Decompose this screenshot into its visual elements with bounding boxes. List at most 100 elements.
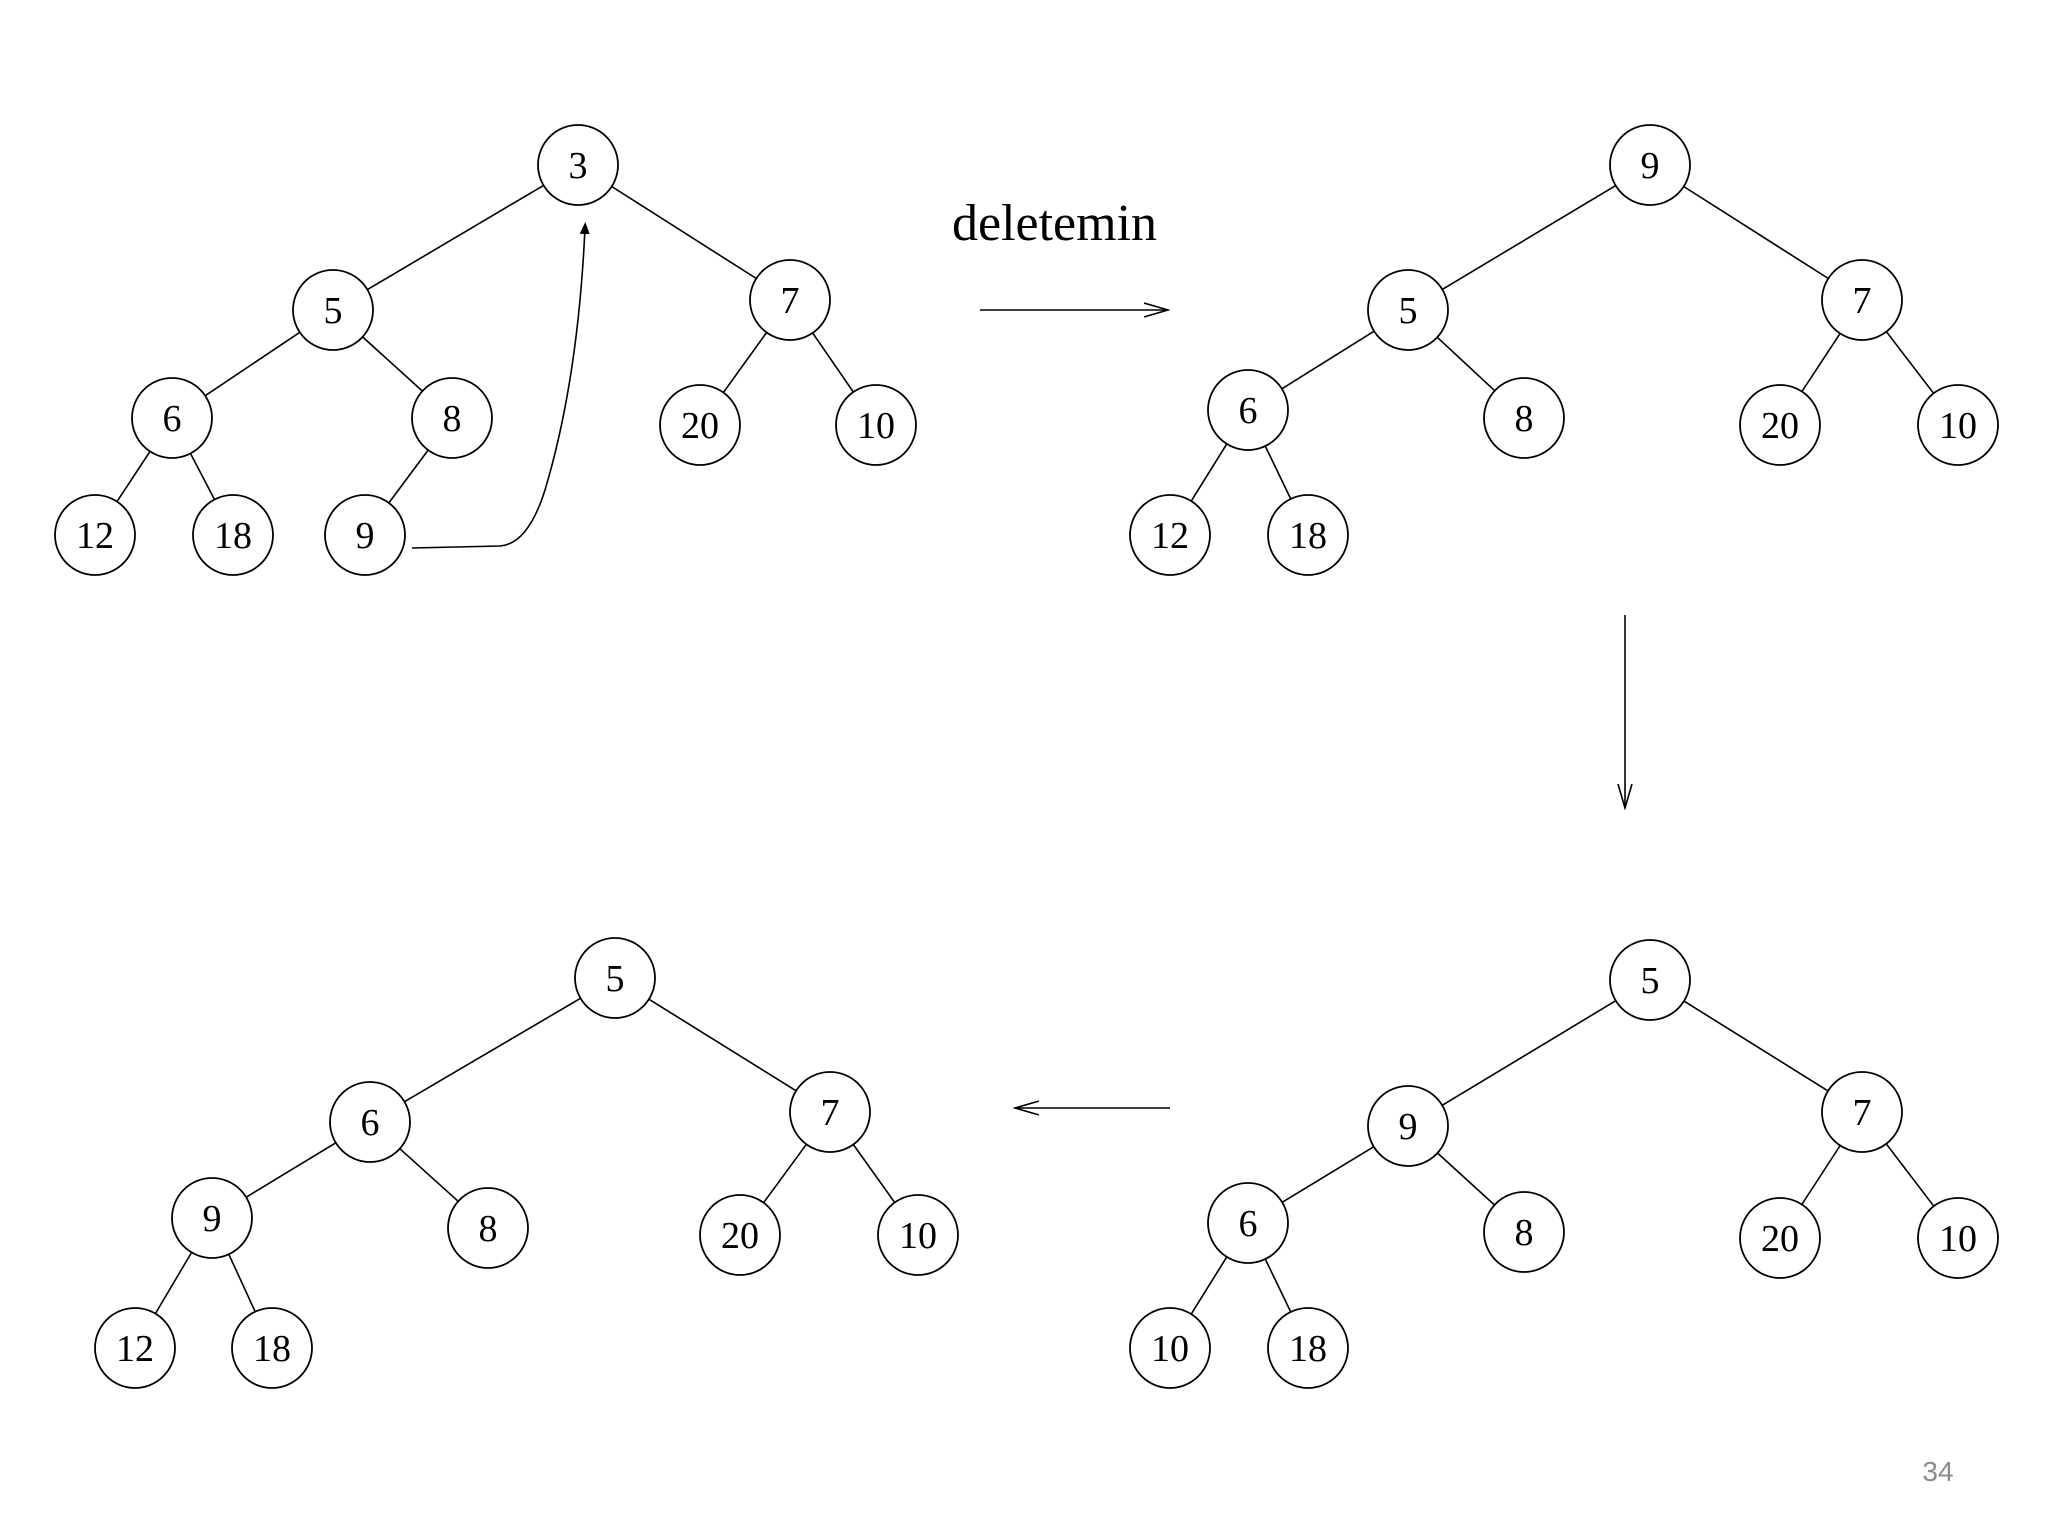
node-label: 20 [721, 1215, 759, 1257]
node-label: 5 [1641, 960, 1660, 1002]
tree-edge [1801, 332, 1841, 393]
tree-edge [228, 1253, 256, 1313]
node-label: 10 [857, 405, 895, 447]
tree-edge [1281, 330, 1375, 390]
node-circle [1821, 259, 1903, 341]
tree-edge [1281, 1146, 1375, 1203]
heap-node: 9 [1609, 124, 1691, 206]
tree-edge [1801, 1145, 1841, 1205]
node-label: 10 [899, 1215, 937, 1257]
node-circle [537, 124, 619, 206]
node-label: 3 [569, 145, 588, 187]
node-label: 8 [1515, 1212, 1534, 1254]
node-circle [1739, 1197, 1821, 1279]
heap-node: 18 [1267, 494, 1349, 576]
node-label: 10 [1939, 405, 1977, 447]
node-circle [1367, 269, 1449, 351]
node-label: 20 [1761, 405, 1799, 447]
node-circle [1609, 124, 1691, 206]
node-circle [292, 269, 374, 351]
tree-edge [1885, 1143, 1935, 1207]
tree-edge [1264, 445, 1292, 500]
heap-node: 12 [94, 1307, 176, 1389]
tree-edge [852, 1144, 896, 1203]
node-label: 20 [1761, 1218, 1799, 1260]
node-label: 18 [1289, 1328, 1327, 1370]
heap-node: 20 [659, 384, 741, 466]
node-label: 7 [1853, 280, 1872, 322]
node-label: 5 [1399, 290, 1418, 332]
heap-node: 7 [749, 259, 831, 341]
node-label: 5 [606, 958, 625, 1000]
heap-node: 10 [835, 384, 917, 466]
page-number: 34 [1922, 1456, 1954, 1487]
node-label: 9 [356, 515, 375, 557]
heap-node: 10 [1129, 1307, 1211, 1389]
tree-edge [1683, 1000, 1829, 1092]
heap-node: 18 [192, 494, 274, 576]
node-circle [877, 1194, 959, 1276]
heap-node: 9 [1367, 1085, 1449, 1167]
node-circle [1367, 1085, 1449, 1167]
node-circle [1129, 494, 1211, 576]
node-circle [329, 1081, 411, 1163]
tree-edge [1436, 336, 1496, 392]
node-label: 6 [163, 398, 182, 440]
tree-edge [366, 184, 545, 291]
tree-edge [648, 998, 797, 1092]
node-label: 7 [821, 1092, 840, 1134]
tree-edge [611, 185, 757, 280]
node-circle [1739, 384, 1821, 466]
node-label: 6 [361, 1102, 380, 1144]
tree-edge [245, 1142, 337, 1198]
node-circle [94, 1307, 176, 1389]
heap-node: 10 [1917, 384, 1999, 466]
node-circle [1207, 369, 1289, 451]
heap-node: 20 [1739, 1197, 1821, 1279]
node-label: 8 [1515, 398, 1534, 440]
tree-edge [362, 336, 423, 392]
node-circle [1483, 377, 1565, 459]
node-label: 6 [1239, 1203, 1258, 1245]
tree-edge [1441, 1000, 1617, 1106]
heap-node: 5 [1367, 269, 1449, 351]
node-label: 8 [479, 1208, 498, 1250]
tree-edge [189, 453, 216, 500]
edges-layer [116, 184, 1935, 1315]
tree-edge [1441, 184, 1617, 291]
tree-edge [722, 332, 768, 393]
node-circle [835, 384, 917, 466]
move-to-root-arrow [411, 222, 590, 549]
tree-edge [1190, 1256, 1228, 1315]
tree-edge [1190, 443, 1228, 502]
heap-node: 7 [789, 1071, 871, 1153]
node-circle [54, 494, 136, 576]
node-label: 12 [1151, 515, 1189, 557]
heap-node: 7 [1821, 259, 1903, 341]
node-circle [749, 259, 831, 341]
operation-label: deletemin [952, 195, 1157, 252]
node-label: 6 [1239, 390, 1258, 432]
tree-edge [116, 450, 151, 503]
tree-edge [1264, 1258, 1292, 1313]
node-circle [447, 1187, 529, 1269]
node-circle [1609, 939, 1691, 1021]
heap-node: 9 [324, 494, 406, 576]
node-label: 20 [681, 405, 719, 447]
heap-node: 5 [574, 937, 656, 1019]
heap-node: 6 [1207, 369, 1289, 451]
tree-edge [1683, 185, 1829, 280]
node-label: 8 [443, 398, 462, 440]
heap-node: 12 [54, 494, 136, 576]
heap-node: 10 [1917, 1197, 1999, 1279]
node-label: 10 [1939, 1218, 1977, 1260]
heap-node: 8 [447, 1187, 529, 1269]
heap-node: 6 [329, 1081, 411, 1163]
heap-node: 20 [1739, 384, 1821, 466]
tree-edge [154, 1251, 193, 1315]
node-label: 10 [1151, 1328, 1189, 1370]
heap-node: 18 [231, 1307, 313, 1389]
node-circle [1267, 1307, 1349, 1389]
node-label: 9 [1641, 145, 1660, 187]
